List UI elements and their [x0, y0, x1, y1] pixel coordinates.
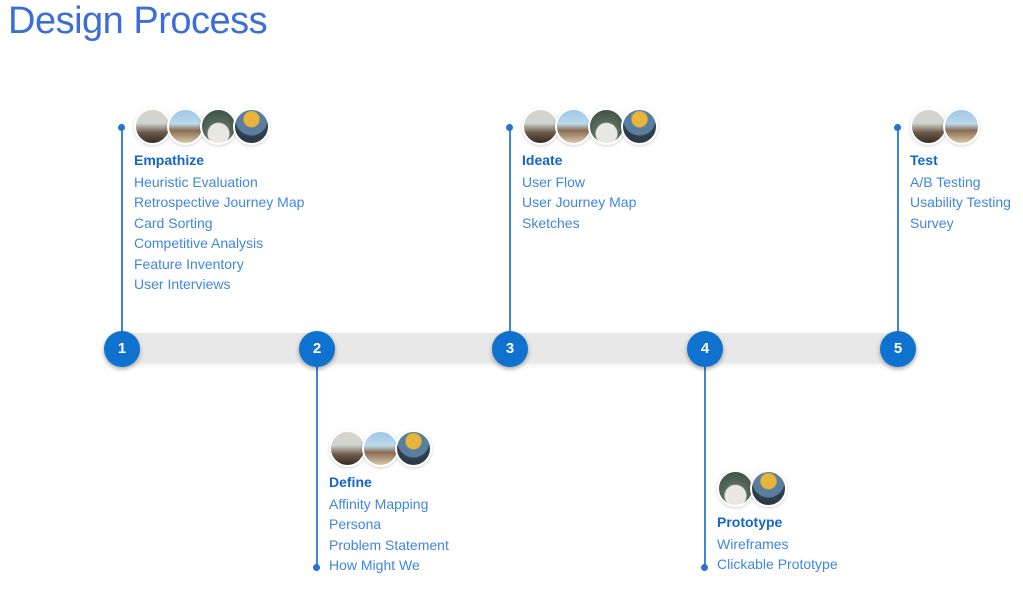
avatar-woman-on-beach [943, 108, 980, 145]
avatar-woman-yellow-beanie [395, 430, 432, 467]
stage-3-connector-line [509, 124, 511, 336]
avatar-person-white-shirt [717, 470, 754, 507]
stage-4-method-list: Wireframes Clickable Prototype [717, 534, 838, 575]
avatar-woman-on-beach [362, 430, 399, 467]
stage-name: Empathize [134, 152, 205, 168]
stage-1-number-badge: 1 [104, 331, 140, 367]
stage-name: Ideate [522, 152, 563, 168]
method-item: A/B Testing [910, 174, 981, 190]
stage-1-connector-line [121, 124, 123, 336]
stage-1-endpoint-dot [118, 124, 125, 131]
stage-4-connector-line [704, 362, 706, 568]
method-item: Clickable Prototype [717, 556, 838, 573]
avatar-person-white-shirt [200, 108, 237, 145]
avatar-woman-yellow-beanie [750, 470, 787, 507]
stage-4-number-badge: 4 [687, 331, 723, 367]
method-item: Problem Statement [329, 536, 449, 553]
avatar-woman-yellow-beanie [621, 108, 658, 145]
stage-1-avatar-group [134, 108, 304, 145]
avatar-woman-long-dark-hair [910, 108, 947, 145]
method-item: Usability Testing [910, 194, 1011, 211]
stage-5-avatar-group [910, 108, 1011, 145]
stage-2-avatar-group [329, 430, 449, 467]
method-item: Persona [329, 516, 382, 533]
stage-3-number-badge: 3 [492, 331, 528, 367]
method-item: Card Sorting [134, 214, 213, 231]
stage-5-connector-line [897, 124, 899, 336]
stage-4-endpoint-dot [701, 564, 708, 571]
avatar-person-white-shirt [588, 108, 625, 145]
stage-name: Define [329, 474, 372, 490]
stage-2-define: Define Affinity Mapping Persona Problem … [329, 430, 449, 576]
stage-1-method-list: Heuristic Evaluation Retrospective Journ… [134, 172, 304, 294]
stage-2-number-badge: 2 [299, 331, 335, 367]
method-item: Sketches [522, 214, 580, 231]
stage-3-avatar-group [522, 108, 658, 145]
method-item: Heuristic Evaluation [134, 174, 258, 190]
stage-5-endpoint-dot [894, 124, 901, 131]
avatar-woman-on-beach [167, 108, 204, 145]
stage-1-empathize: Empathize Heuristic Evaluation Retrospec… [134, 108, 304, 294]
stage-5-test: Test A/B Testing Usability Testing Surve… [910, 108, 1011, 233]
method-item: User Interviews [134, 276, 231, 293]
stage-3-ideate: Ideate User Flow User Journey Map Sketch… [522, 108, 658, 233]
stage-3-endpoint-dot [506, 124, 513, 131]
method-item: Competitive Analysis [134, 235, 264, 252]
stage-name: Test [910, 152, 938, 168]
method-item: Wireframes [717, 536, 789, 552]
stage-4-prototype: Prototype Wireframes Clickable Prototype [717, 470, 838, 575]
stage-name: Prototype [717, 514, 783, 530]
avatar-woman-long-dark-hair [134, 108, 171, 145]
avatar-woman-long-dark-hair [329, 430, 366, 467]
avatar-woman-yellow-beanie [233, 108, 270, 145]
page-title: Design Process [8, 0, 268, 42]
stage-2-method-list: Affinity Mapping Persona Problem Stateme… [329, 494, 449, 576]
method-item: How Might We [329, 557, 420, 574]
stage-4-avatar-group [717, 470, 838, 507]
method-item: Retrospective Journey Map [134, 194, 305, 211]
method-item: User Flow [522, 174, 586, 190]
avatar-woman-long-dark-hair [522, 108, 559, 145]
stage-3-method-list: User Flow User Journey Map Sketches [522, 172, 658, 233]
stage-2-endpoint-dot [313, 564, 320, 571]
method-item: Affinity Mapping [329, 496, 429, 512]
stage-2-connector-line [316, 362, 318, 568]
method-item: Survey [910, 214, 954, 231]
stage-5-number-badge: 5 [880, 331, 916, 367]
avatar-woman-on-beach [555, 108, 592, 145]
method-item: User Journey Map [522, 194, 637, 211]
method-item: Feature Inventory [134, 255, 244, 272]
stage-5-method-list: A/B Testing Usability Testing Survey [910, 172, 1011, 233]
